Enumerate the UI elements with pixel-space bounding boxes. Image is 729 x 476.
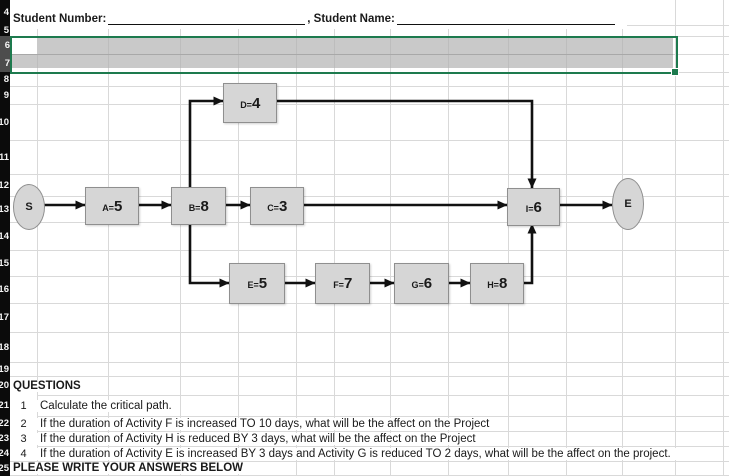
- question-row: If the duration of Activity F is increas…: [37, 416, 497, 431]
- gridline-h: [10, 431, 729, 432]
- activity-node-I[interactable]: I=6: [507, 188, 560, 226]
- activity-label: G=6: [411, 275, 432, 292]
- activity-label: C=3: [267, 197, 287, 215]
- selection-fill-row6: [37, 38, 673, 54]
- activity-label: F=7: [333, 275, 352, 292]
- fill-handle[interactable]: [671, 68, 679, 76]
- question-row: If the duration of Activity E is increas…: [37, 446, 678, 461]
- row-number[interactable]: 8: [3, 73, 9, 85]
- activity-node-H[interactable]: H=8: [470, 263, 524, 304]
- row-number[interactable]: 17: [0, 312, 9, 323]
- gridline-v: [390, 0, 391, 476]
- activity-node-B[interactable]: B=8: [171, 187, 226, 225]
- student-info-row: Student Number: , Student Name:: [10, 0, 627, 29]
- gridline-v: [508, 0, 509, 476]
- row-number[interactable]: 14: [0, 230, 9, 242]
- activity-label: D=4: [240, 94, 260, 112]
- student-number-blank[interactable]: [108, 24, 306, 25]
- row-number[interactable]: 13: [0, 203, 9, 215]
- gridline-v: [334, 0, 335, 476]
- selection-range[interactable]: [10, 36, 678, 74]
- row-number[interactable]: 16: [0, 284, 9, 295]
- gridline-v: [675, 0, 676, 476]
- selection-row-divider: [12, 54, 673, 55]
- question-row: If the duration of Activity H is reduced…: [37, 431, 483, 446]
- gridline-h: [10, 362, 729, 363]
- gridline-v: [723, 0, 724, 476]
- activity-label: I=6: [525, 198, 542, 216]
- selection-fill-row7: [12, 54, 673, 68]
- gridline-h: [10, 332, 729, 333]
- gridline-v: [108, 0, 109, 476]
- row-number[interactable]: 20: [0, 380, 9, 391]
- question-row: Calculate the critical path.: [37, 395, 179, 416]
- row-number[interactable]: 24: [0, 448, 9, 459]
- activity-label: H=8: [487, 275, 507, 292]
- gridline-v: [238, 0, 239, 476]
- activity-node-C[interactable]: C=3: [250, 187, 304, 225]
- row-number[interactable]: 15: [0, 257, 9, 269]
- student-name-label: , Student Name:: [307, 13, 395, 25]
- question-text: If the duration of Activity E is increas…: [37, 447, 678, 460]
- row-number[interactable]: 6: [0, 36, 10, 54]
- question-number: 4: [10, 446, 37, 461]
- activity-node-F[interactable]: F=7: [315, 263, 370, 304]
- row-number[interactable]: 19: [0, 363, 9, 375]
- question-text: If the duration of Activity H is reduced…: [37, 432, 483, 445]
- row-number[interactable]: 11: [0, 151, 9, 163]
- gridline-v: [622, 0, 623, 476]
- activity-label: E=5: [247, 275, 267, 292]
- row-number[interactable]: 7: [0, 54, 10, 72]
- questions-section-title: QUESTIONS: [10, 376, 88, 395]
- row-number[interactable]: 18: [0, 341, 9, 353]
- row-number[interactable]: 21: [0, 400, 9, 411]
- gridline-v: [448, 0, 449, 476]
- gridline-h: [10, 222, 729, 223]
- row-number[interactable]: 10: [0, 116, 9, 128]
- row-number[interactable]: 25: [0, 462, 9, 474]
- activity-label: B=8: [188, 197, 209, 215]
- gridline-h: [10, 376, 729, 377]
- row-number[interactable]: 12: [0, 179, 9, 191]
- question-text: If the duration of Activity F is increas…: [37, 417, 497, 430]
- answers-footer: PLEASE WRITE YOUR ANSWERS BELOW: [10, 461, 251, 475]
- student-number-label: Student Number:: [13, 13, 107, 25]
- gridline-h: [10, 416, 729, 417]
- row-number[interactable]: 5: [3, 25, 9, 36]
- gridline-v: [37, 0, 38, 476]
- row-number[interactable]: 4: [3, 7, 9, 18]
- gridline-v: [296, 0, 297, 476]
- activity-label: A=5: [102, 197, 122, 215]
- gridline-h: [10, 196, 729, 197]
- gridline-v: [566, 0, 567, 476]
- gridline-h: [10, 446, 729, 447]
- student-name-blank[interactable]: [396, 24, 615, 25]
- gridline-h: [10, 86, 729, 87]
- gridline-h: [10, 461, 729, 462]
- activity-node-end[interactable]: E: [612, 178, 644, 230]
- gridline-h: [10, 250, 729, 251]
- activity-node-A[interactable]: A=5: [85, 187, 139, 225]
- question-number: 1: [10, 395, 37, 416]
- gridline-h: [10, 395, 729, 396]
- question-text: Calculate the critical path.: [37, 399, 179, 412]
- gridline-v: [180, 0, 181, 476]
- activity-node-E[interactable]: E=5: [229, 263, 285, 304]
- row-number[interactable]: 23: [0, 433, 9, 444]
- question-number: 3: [10, 431, 37, 446]
- activity-node-G[interactable]: G=6: [394, 263, 449, 304]
- activity-node-start[interactable]: S: [13, 184, 45, 230]
- question-number: 2: [10, 416, 37, 431]
- activity-node-D[interactable]: D=4: [223, 83, 277, 123]
- row-number[interactable]: 22: [0, 418, 9, 429]
- row-number[interactable]: 9: [3, 89, 9, 101]
- edge-B-E: [188, 223, 230, 288]
